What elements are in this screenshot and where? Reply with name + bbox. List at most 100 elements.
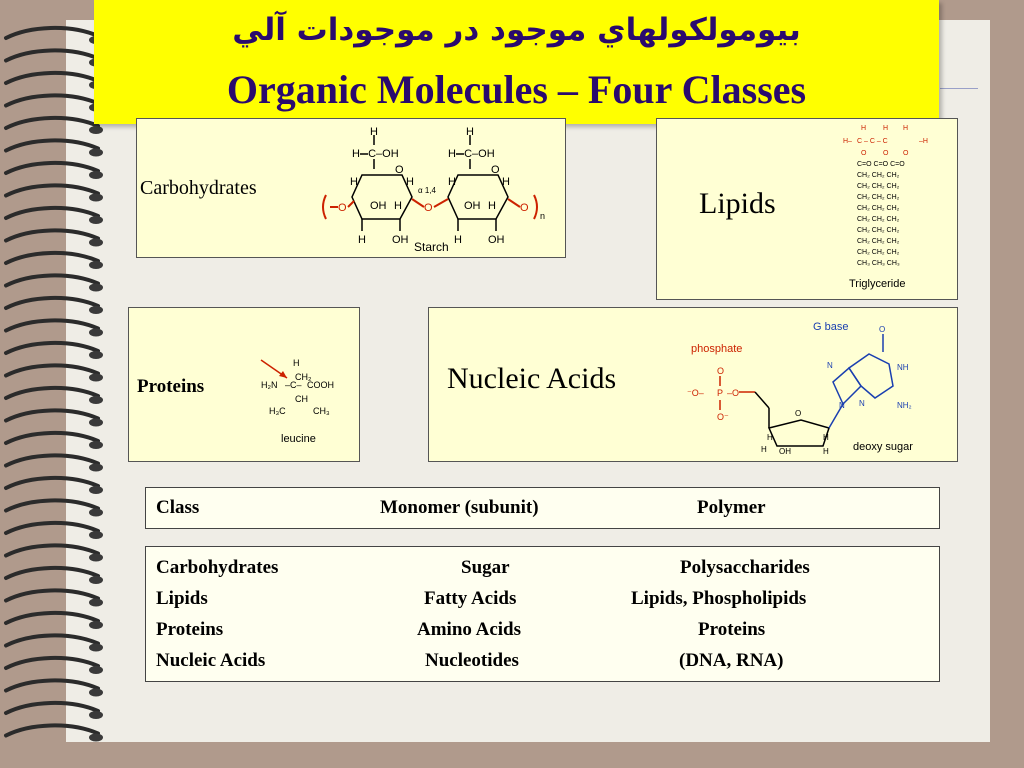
proteins-label: Proteins [137,376,205,397]
binding-hole [89,598,103,607]
binding-ring [4,341,100,355]
binding-ring [4,228,100,243]
deoxy-sugar-label: deoxy sugar [853,441,913,453]
polymer-subscript: n [540,211,545,221]
binding-hole [89,126,103,134]
svg-text:CH₃ CH₃ CH₃: CH₃ CH₃ CH₃ [857,260,900,267]
binding-hole [89,576,103,584]
svg-text:H: H [352,148,360,160]
binding-ring [4,633,100,648]
svg-text:H: H [370,127,378,138]
svg-text:H: H [883,125,888,132]
svg-text:H: H [448,176,456,188]
svg-text:H: H [823,447,829,456]
svg-text:NH: NH [897,363,909,372]
svg-text:O: O [883,150,889,157]
cell-class: Proteins [156,619,224,640]
binding-ring [4,116,100,130]
svg-text:COOH: COOH [307,380,334,390]
leucine-caption: leucine [281,433,316,445]
binding-hole [89,193,103,202]
svg-text:NH₂: NH₂ [897,401,912,410]
lipids-label: Lipids [699,187,776,220]
binding-hole [89,463,103,472]
table-body: Carbohydrates Sugar Polysaccharides Lipi… [145,546,940,682]
header-monomer: Monomer (subunit) [380,497,539,518]
carbohydrates-label: Carbohydrates [140,177,257,199]
svg-text:H: H [454,234,462,246]
svg-text:O: O [424,202,433,214]
svg-text:O: O [520,202,529,214]
alpha-bond-label: α 1,4 [418,186,437,195]
binding-hole [89,621,103,629]
binding-hole [89,216,103,224]
svg-text:H: H [358,234,366,246]
svg-text:–H: –H [919,138,928,145]
title-banner: بيومولكولهاي موجود در موجودات آلي Organi… [94,0,939,124]
spiral-binding [4,26,103,742]
header-polymer: Polymer [697,497,766,518]
svg-text:O: O [861,150,867,157]
binding-hole [89,171,103,179]
binding-hole [89,688,103,697]
svg-text:H: H [394,200,402,212]
phosphate-label: phosphate [691,343,742,355]
svg-text:N: N [839,401,845,410]
svg-text:H: H [350,176,358,188]
svg-text:P: P [717,388,723,398]
binding-ring [4,701,100,715]
triglyceride-caption: Triglyceride [849,278,905,290]
binding-ring [4,498,100,513]
binding-ring [4,476,100,490]
binding-hole [89,373,103,382]
binding-ring [4,521,100,535]
header-class: Class [156,497,200,518]
svg-text:OH: OH [392,234,409,246]
nucleic-acids-label: Nucleic Acids [447,362,617,395]
svg-text:O: O [491,164,500,176]
binding-hole [89,531,103,539]
binding-ring [4,386,100,400]
binding-hole [89,418,103,427]
cell-class: Lipids [156,588,208,609]
binding-ring [4,723,100,738]
binding-ring [4,161,100,175]
binding-ring [4,656,100,670]
binding-hole [89,643,103,652]
svg-text:H–: H– [843,138,852,145]
binding-ring [4,363,100,378]
svg-text:H: H [761,445,767,454]
svg-text:OH: OH [464,200,481,212]
binding-ring [4,183,100,198]
svg-text:CH₃: CH₃ [313,406,330,416]
cell-monomer: Fatty Acids [424,588,517,609]
svg-text:H: H [488,200,496,212]
svg-text:H: H [502,176,510,188]
cell-monomer: Nucleotides [425,650,519,671]
binding-ring [4,71,100,85]
cell-polymer: Polysaccharides [680,557,810,578]
svg-text:H: H [293,358,300,368]
svg-text:C=O C=O C=O: C=O C=O C=O [857,161,905,168]
cell-class: Nucleic Acids [156,650,266,671]
svg-text:O: O [338,202,347,214]
binding-ring [4,588,100,603]
binding-ring [4,206,100,220]
cell-class: Carbohydrates [156,557,279,578]
svg-text:O: O [903,150,909,157]
svg-text:–C–OH: –C–OH [362,148,399,160]
binding-ring [4,431,100,445]
svg-text:H: H [406,176,414,188]
binding-hole [89,328,103,337]
nucleic-acids-panel: Nucleic Acids phosphate G base O ⁻O–P–O … [428,307,958,462]
svg-text:H: H [448,148,456,160]
page-rule-line [940,88,978,89]
binding-ring [4,93,100,108]
binding-ring [4,296,100,310]
english-title: Organic Molecules – Four Classes [226,67,807,112]
binding-ring [4,408,100,423]
svg-text:O: O [717,366,724,376]
